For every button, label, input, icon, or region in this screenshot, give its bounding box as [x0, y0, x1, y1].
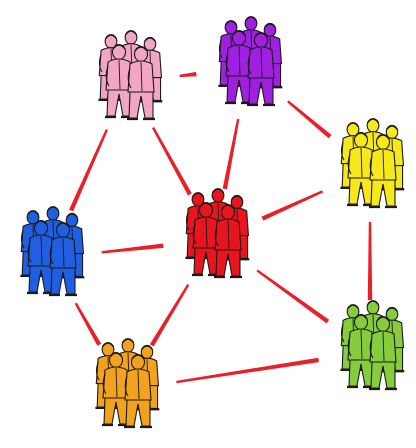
link-blue-red [102, 243, 164, 253]
link-yellow-green [368, 222, 372, 300]
people-group-pink-icon [98, 31, 162, 119]
link-red-orange [150, 284, 189, 347]
link-yellow-red [261, 190, 323, 220]
people-group-purple-icon [218, 17, 282, 105]
groups-layer [20, 17, 404, 427]
link-orange-green [176, 358, 319, 383]
people-group-red-icon [185, 189, 249, 277]
link-red-green [256, 269, 329, 323]
people-group-orange-icon [95, 339, 159, 427]
link-pink-purple [180, 72, 197, 77]
people-group-green-icon [340, 301, 404, 389]
link-purple-yellow [287, 100, 331, 138]
people-group-blue-icon [20, 207, 84, 295]
link-blue-orange [75, 303, 102, 346]
link-purple-red [223, 119, 240, 190]
link-pink-blue [69, 129, 108, 211]
people-group-yellow-icon [340, 119, 404, 207]
link-pink-red [152, 127, 192, 196]
